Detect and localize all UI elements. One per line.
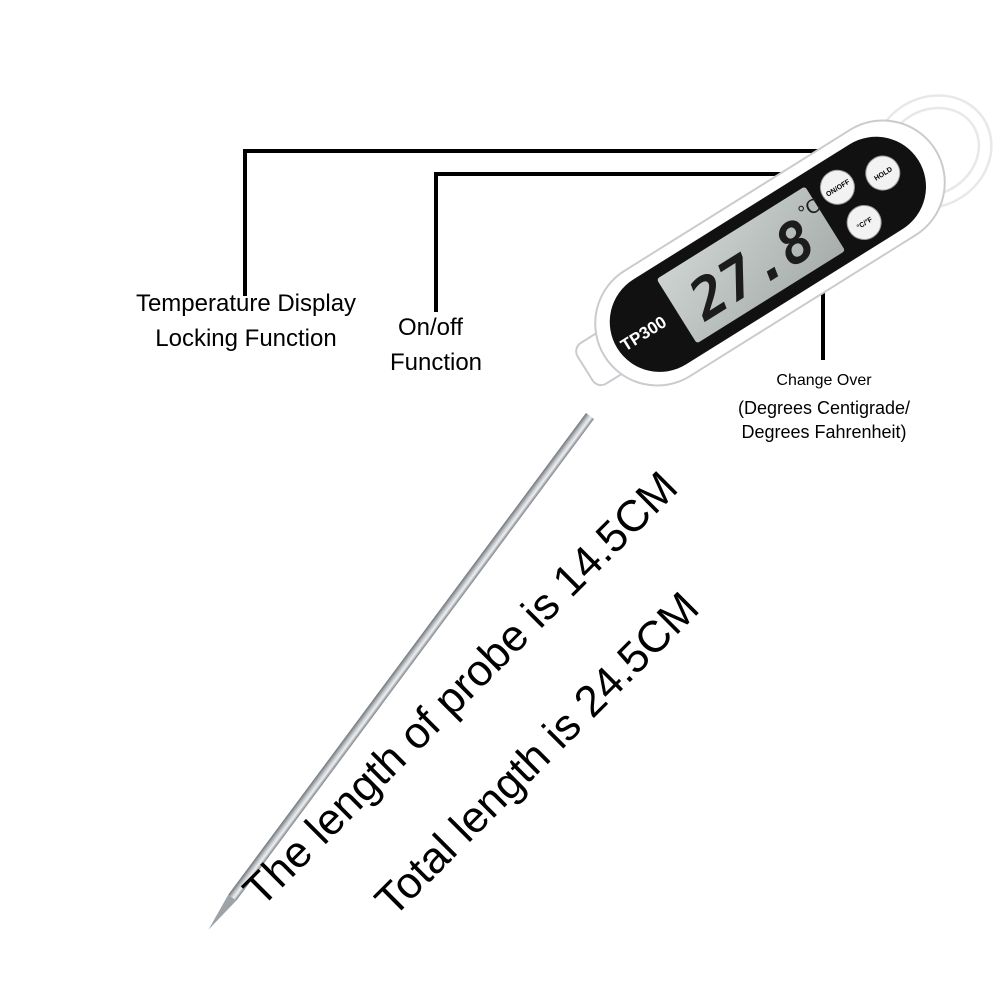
probe-shaft [228,413,595,901]
hold-callout-line1: Temperature Display [135,290,357,317]
hold-callout-label: Temperature Display Locking Function [126,290,366,354]
hold-callout-line2: Locking Function [155,324,337,352]
power-callout-line1: On/off [398,314,463,341]
unit-callout-line1: Change Over [776,372,872,389]
power-callout-label: On/off Function [380,314,492,378]
hold-callout-line [243,149,832,296]
unit-callout-line2: (Degrees Centigrade/ [737,398,911,419]
lcd-screen [657,187,845,343]
unit-callout-label: Change Over (Degrees Centigrade/ Degrees… [724,371,924,443]
onoff-button[interactable]: ON/OFF [814,164,861,211]
power-callout-line2: Function [389,348,483,376]
power-callout-line [434,172,790,312]
probe-tip [208,894,237,930]
unit-toggle-button[interactable]: °C/°F [841,199,888,246]
unit-callout-line3: Degrees Fahrenheit) [741,421,907,442]
hold-button[interactable]: HOLD [859,150,906,197]
